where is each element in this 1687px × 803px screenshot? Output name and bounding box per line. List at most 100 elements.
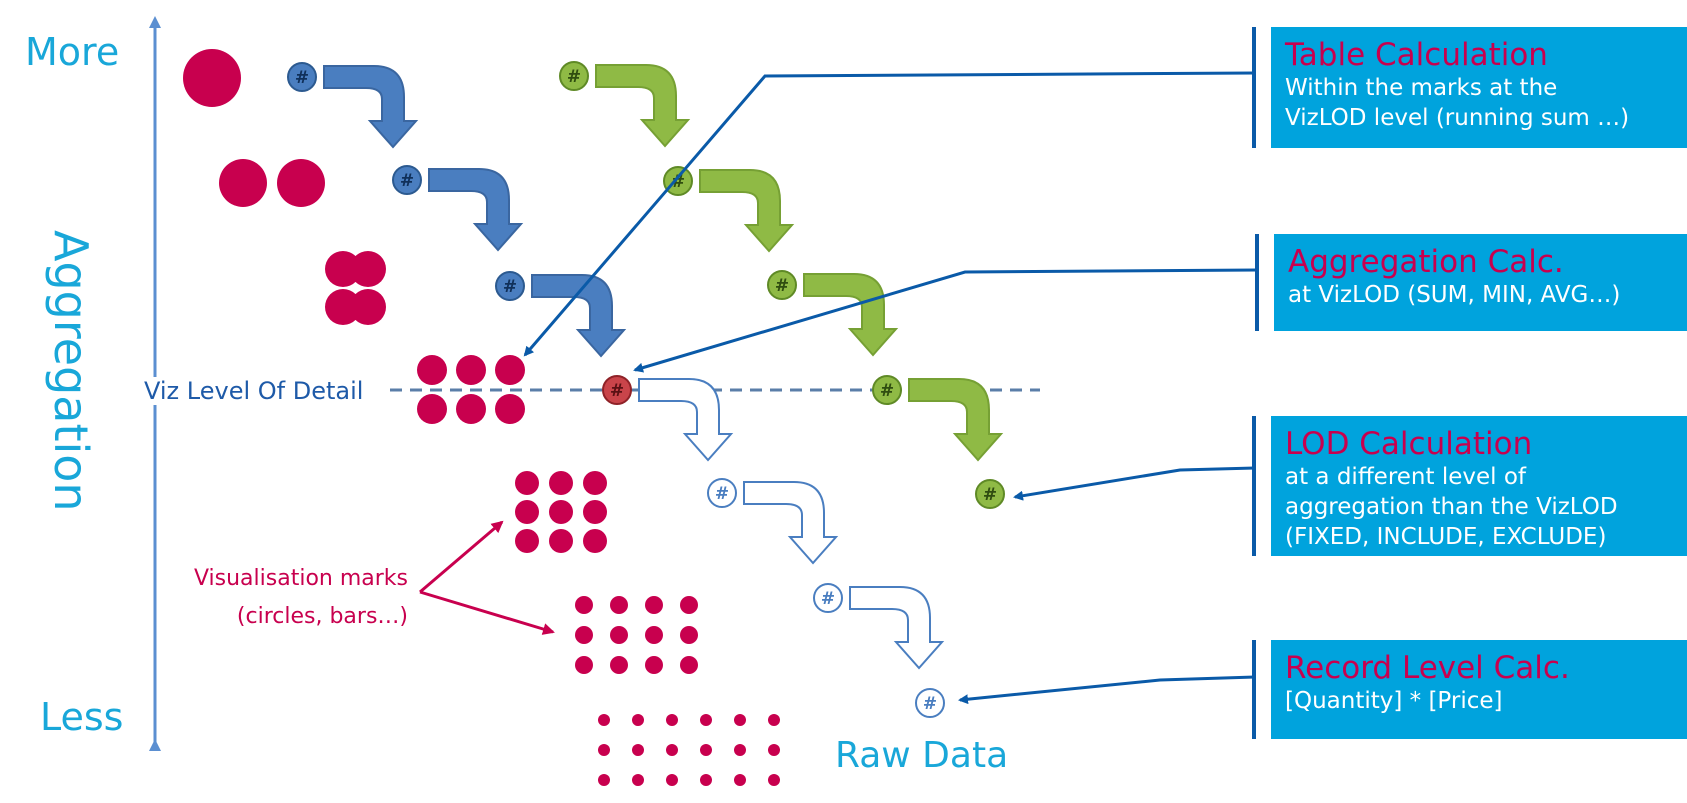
mark-circle — [700, 774, 712, 786]
marks-label-line1: Visualisation marks — [193, 566, 408, 591]
callout-divider — [1252, 416, 1256, 556]
mark-circle — [666, 774, 678, 786]
callout-title: LOD Calculation — [1285, 426, 1533, 462]
pointer-record-calc — [958, 675, 1256, 705]
callout-text: (FIXED, INCLUDE, EXCLUDE) — [1285, 524, 1607, 550]
hash-symbol: # — [775, 276, 789, 296]
mark-circle — [598, 714, 610, 726]
mark-circle — [495, 394, 525, 424]
mark-circle — [575, 596, 593, 614]
mark-circle — [583, 471, 607, 495]
raw-data-label: Raw Data — [835, 735, 1009, 776]
mark-circle — [645, 596, 663, 614]
mark-circle — [734, 744, 746, 756]
hash-node-icon — [707, 478, 737, 508]
mark-circle — [456, 394, 486, 424]
hash-node-icon — [872, 375, 902, 405]
callout-text: [Quantity] * [Price] — [1285, 688, 1503, 714]
mark-circle — [515, 471, 539, 495]
hash-node-icon — [559, 61, 589, 91]
mark-circle — [680, 656, 698, 674]
hash-symbol: # — [610, 381, 624, 401]
mark-circle — [325, 289, 361, 325]
marks-label-line2: (circles, bars…) — [236, 604, 408, 629]
pointer-aggregation-calc — [633, 268, 1259, 373]
callout-aggregation-calc: Aggregation Calc. at VizLOD (SUM, MIN, A… — [1274, 234, 1687, 331]
curved-arrow-icon — [699, 169, 795, 253]
hash-symbol: # — [880, 381, 894, 401]
mark-circle — [666, 744, 678, 756]
mark-circle — [610, 596, 628, 614]
mark-circle — [768, 744, 780, 756]
mark-circle — [700, 714, 712, 726]
hash-symbol: # — [295, 68, 309, 88]
pointer-table-calc — [523, 71, 1256, 357]
mark-circle — [515, 500, 539, 524]
curved-arrow-icon — [428, 168, 524, 252]
callout-title: Aggregation Calc. — [1288, 244, 1564, 280]
mark-circle — [456, 355, 486, 385]
hash-node-icon — [767, 270, 797, 300]
hash-node-icon — [813, 583, 843, 613]
mark-circle — [734, 774, 746, 786]
mark-circle — [575, 656, 593, 674]
mark-circle — [666, 714, 678, 726]
mark-circle — [417, 355, 447, 385]
axis-less-label: Less — [40, 695, 124, 739]
mark-circle — [632, 714, 644, 726]
callout-text: Within the marks at the — [1285, 75, 1558, 101]
pointer-lod-calc — [1013, 466, 1256, 501]
mark-circle — [350, 289, 386, 325]
mark-circle — [417, 394, 447, 424]
visualisation-marks — [183, 49, 780, 786]
hash-node-icon — [287, 62, 317, 92]
hash-node-icon — [495, 271, 525, 301]
mark-circle — [583, 500, 607, 524]
mark-circle — [598, 744, 610, 756]
calculation-arrows — [323, 64, 1004, 670]
curved-arrow-icon — [803, 273, 899, 357]
curved-arrow-icon — [323, 65, 419, 149]
mark-circle — [549, 471, 573, 495]
hash-symbol: # — [821, 589, 835, 609]
hash-symbol: # — [503, 277, 517, 297]
curved-arrow-icon — [849, 586, 945, 670]
mark-circle — [645, 626, 663, 644]
mark-circle — [183, 49, 241, 107]
mark-circle — [575, 626, 593, 644]
mark-circle — [700, 744, 712, 756]
marks-pointer-upper — [419, 520, 504, 594]
mark-circle — [350, 251, 386, 287]
hash-symbol: # — [400, 171, 414, 191]
hash-node-icon — [915, 688, 945, 718]
mark-circle — [734, 714, 746, 726]
curved-arrow-icon — [595, 64, 691, 148]
marks-pointer-lower — [419, 590, 555, 635]
mark-circle — [768, 774, 780, 786]
hash-node-icon — [392, 165, 422, 195]
mark-circle — [277, 159, 325, 207]
curved-arrow-icon — [531, 274, 627, 358]
mark-circle — [680, 596, 698, 614]
hash-symbol: # — [715, 484, 729, 504]
callout-text: at a different level of — [1285, 464, 1526, 490]
mark-circle — [598, 774, 610, 786]
mark-circle — [549, 529, 573, 553]
visualisation-marks-label: Visualisation marks (circles, bars…) — [160, 560, 408, 636]
callout-lod-calculation: LOD Calculation at a different level of … — [1271, 416, 1687, 556]
mark-circle — [680, 626, 698, 644]
mark-circle — [768, 714, 780, 726]
callout-text: VizLOD level (running sum …) — [1285, 105, 1630, 131]
callout-record-level-calc: Record Level Calc. [Quantity] * [Price] — [1271, 640, 1687, 739]
hash-symbol: # — [671, 172, 685, 192]
hash-node-icon — [602, 375, 632, 405]
mark-circle — [632, 744, 644, 756]
mark-circle — [583, 529, 607, 553]
axis-more-label: More — [25, 30, 120, 74]
mark-circle — [219, 159, 267, 207]
curved-arrow-icon — [743, 481, 839, 565]
mark-circle — [610, 626, 628, 644]
callout-title: Record Level Calc. — [1285, 650, 1570, 686]
hash-symbol: # — [923, 694, 937, 714]
